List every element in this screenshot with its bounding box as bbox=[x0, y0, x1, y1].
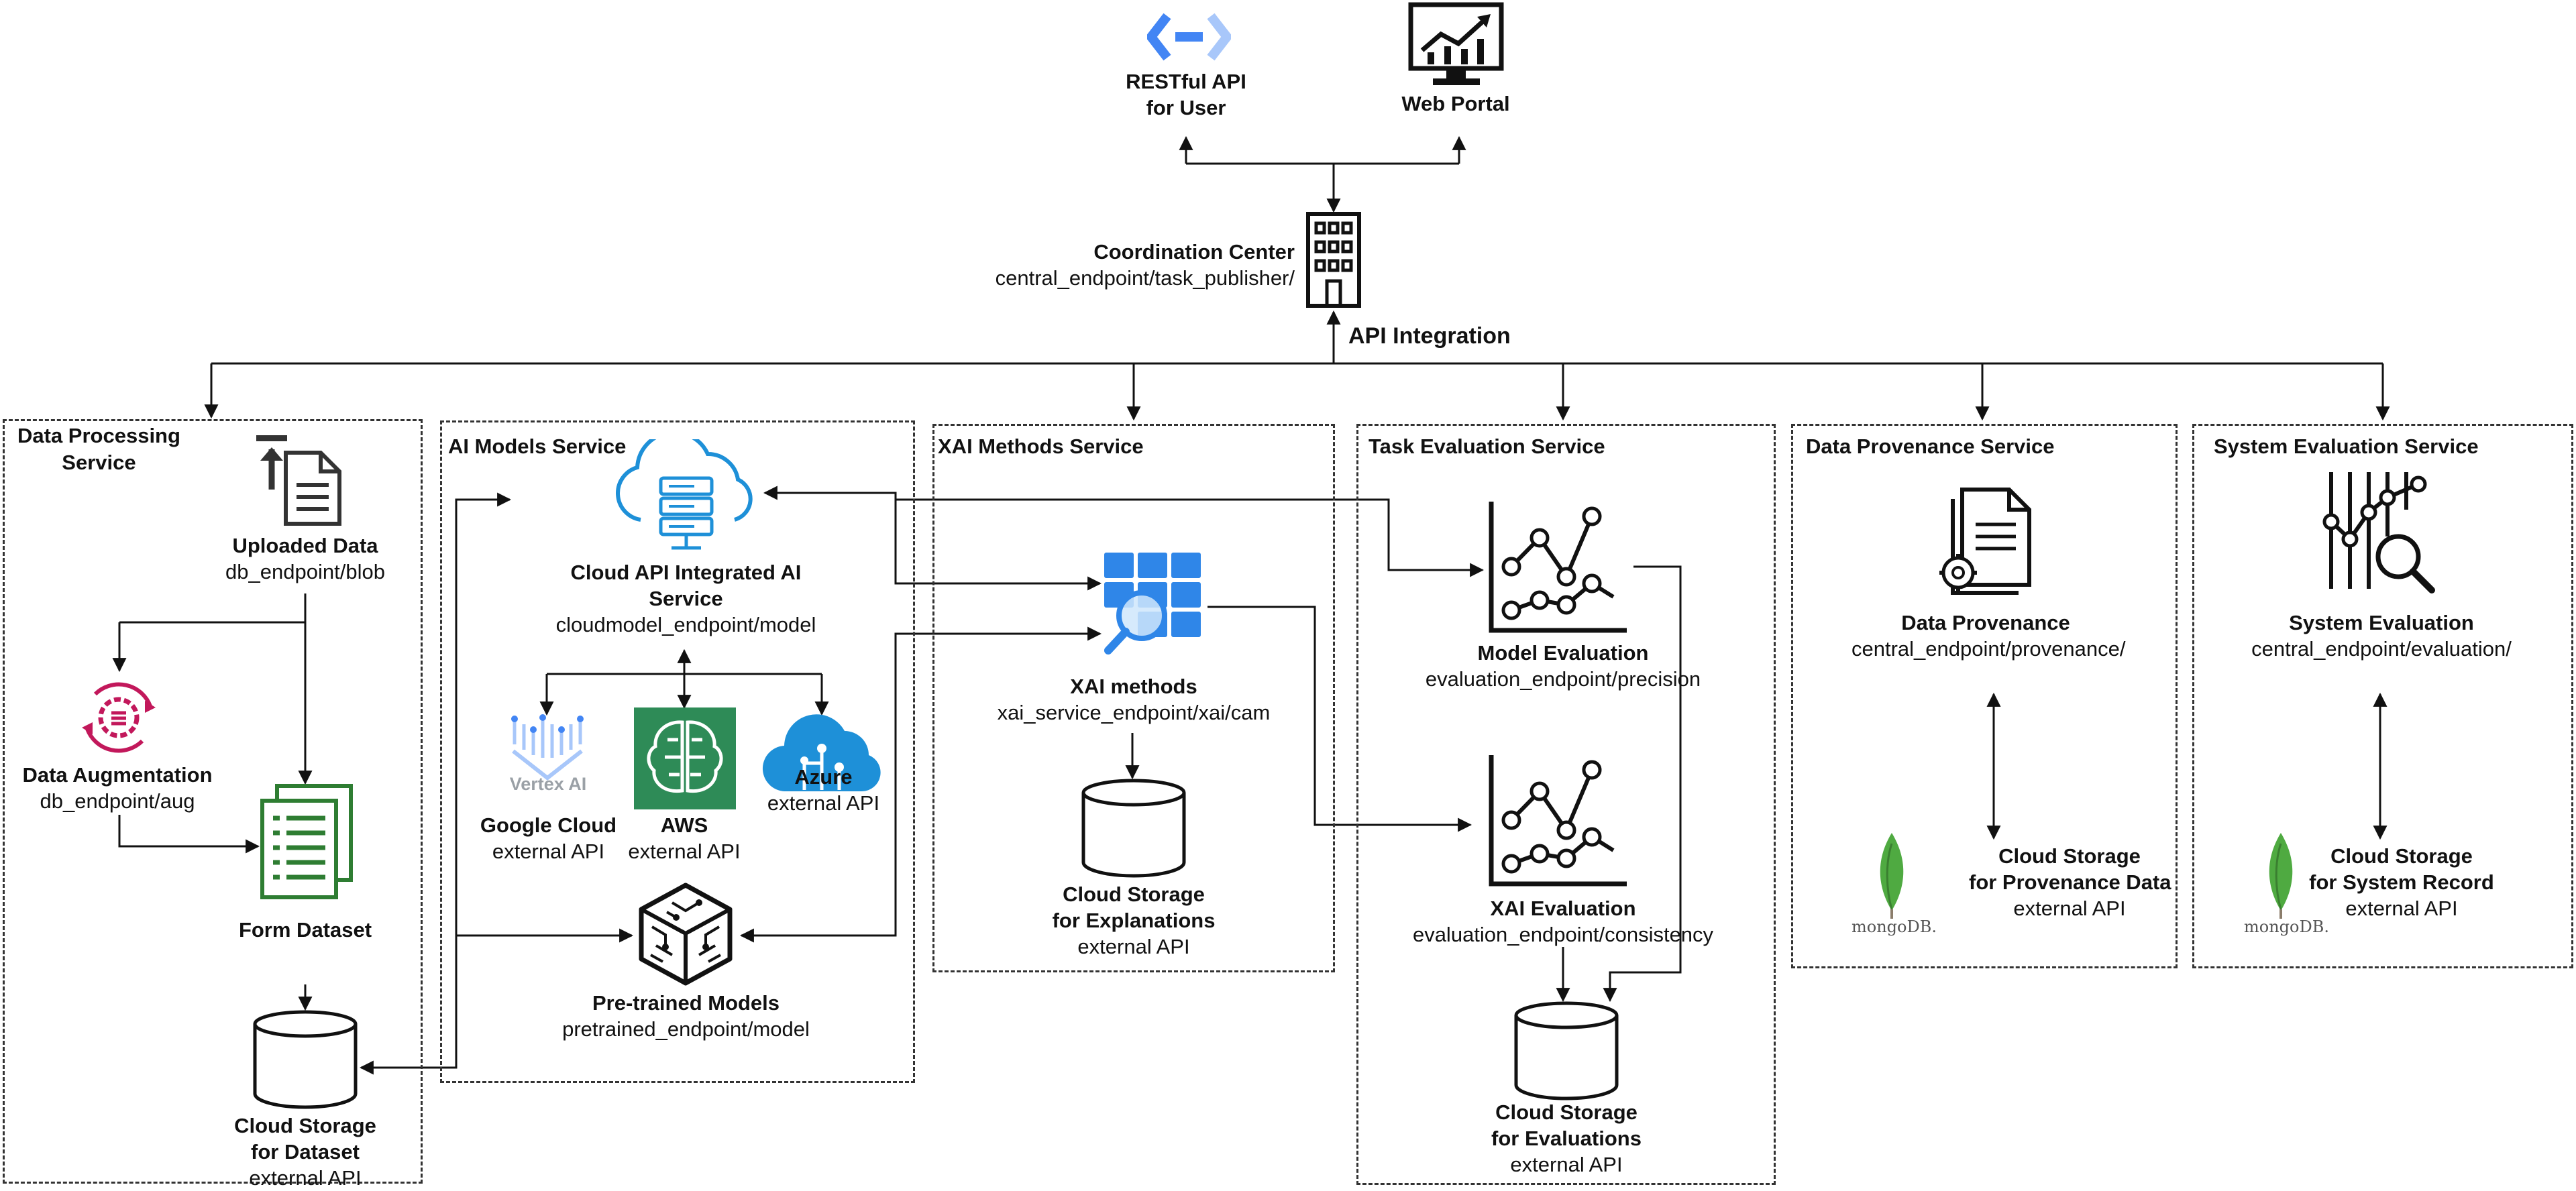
data-provenance-label: Data Provenance central_endpoint/provena… bbox=[1851, 611, 2126, 661]
mongodb-text: mongoDB. bbox=[1851, 917, 1937, 936]
upload-document-icon bbox=[254, 433, 347, 526]
model-evaluation-chart-icon bbox=[1486, 496, 1630, 637]
cloud-api-label: Cloud API Integrated AI Service cloudmod… bbox=[555, 561, 816, 636]
coordination-building-icon bbox=[1305, 211, 1362, 308]
mongodb-text-2: mongoDB. bbox=[2244, 917, 2329, 936]
pretrained-models-label: Pre-trained Models pretrained_endpoint/m… bbox=[562, 991, 810, 1041]
explanations-storage-label: Cloud Storage for Explanations external … bbox=[1052, 883, 1216, 958]
system-evaluation-panel bbox=[2192, 424, 2573, 968]
azure-cloud-icon bbox=[761, 711, 882, 798]
xai-methods-panel bbox=[932, 424, 1335, 972]
arrow-xai-to-xaieval bbox=[1208, 606, 1472, 832]
mongodb-leaf-icon bbox=[1872, 830, 1912, 921]
system-evaluation-label: System Evaluation central_endpoint/evalu… bbox=[2251, 611, 2512, 661]
data-processing-title: Data Processing Service bbox=[17, 424, 180, 475]
ai-models-title: AI Models Service bbox=[448, 435, 627, 458]
google-api-icon bbox=[1146, 12, 1232, 62]
data-provenance-panel bbox=[1791, 424, 2178, 968]
aws-label: AWS external API bbox=[628, 813, 741, 863]
form-dataset-icon bbox=[258, 783, 356, 901]
explanations-storage-icon bbox=[1080, 778, 1187, 878]
mongodb-leaf-icon-2 bbox=[2261, 830, 2301, 921]
provenance-storage-label: Cloud Storage for Provenance Data extern… bbox=[1969, 844, 2171, 920]
web-portal-label: Web Portal bbox=[1401, 92, 1510, 115]
evaluations-storage-icon bbox=[1513, 1001, 1620, 1101]
azure-label: Azure external API bbox=[767, 765, 880, 815]
data-provenance-title: Data Provenance Service bbox=[1806, 435, 2055, 458]
data-augmentation-icon bbox=[75, 674, 162, 761]
evaluations-storage-label: Cloud Storage for Evaluations external A… bbox=[1491, 1100, 1642, 1176]
data-augmentation-label: Data Augmentation db_endpoint/aug bbox=[22, 763, 213, 813]
google-cloud-label: Google Cloud external API bbox=[480, 813, 617, 863]
xai-evaluation-chart-icon bbox=[1486, 750, 1630, 891]
aws-icon bbox=[634, 707, 736, 809]
dataset-storage-label: Cloud Storage for Dataset external API bbox=[234, 1114, 376, 1190]
arrow-pretrained-xai bbox=[739, 626, 1102, 943]
system-evaluation-icon bbox=[2318, 469, 2438, 593]
form-dataset-label: Form Dataset bbox=[238, 918, 372, 942]
xai-methods-label: XAI methods xai_service_endpoint/xai/cam bbox=[997, 675, 1271, 724]
ai-models-panel bbox=[440, 420, 915, 1083]
arrow-cloudai-modeleval bbox=[896, 498, 1485, 577]
vertex-ai-text: Vertex AI bbox=[510, 774, 587, 791]
task-evaluation-title: Task Evaluation Service bbox=[1368, 435, 1605, 458]
arrow-modeleval-storage bbox=[1603, 565, 1682, 1003]
xai-grid-search-icon bbox=[1100, 550, 1214, 657]
arrow-aug-to-dataset bbox=[118, 815, 260, 854]
api-integration-label: API Integration bbox=[1348, 323, 1511, 349]
uploaded-data-label: Uploaded Data db_endpoint/blob bbox=[225, 534, 385, 583]
system-storage-label: Cloud Storage for System Record external… bbox=[2309, 844, 2494, 920]
cloud-server-icon bbox=[607, 430, 765, 557]
system-evaluation-title: System Evaluation Service bbox=[2214, 435, 2479, 458]
vertex-ai-icon: Vertex AI bbox=[506, 704, 590, 794]
data-processing-panel bbox=[3, 419, 423, 1184]
restful-api-label: RESTful API for User bbox=[1126, 70, 1246, 119]
arrow-cloudai-xai bbox=[763, 486, 1102, 591]
xai-evaluation-label: XAI Evaluation evaluation_endpoint/consi… bbox=[1412, 897, 1714, 946]
xai-methods-title: XAI Methods Service bbox=[938, 435, 1144, 458]
coordination-center-label: Coordination Center central_endpoint/tas… bbox=[995, 240, 1295, 290]
arrow-storage-cloudai bbox=[359, 492, 512, 1075]
dataset-storage-icon bbox=[252, 1009, 359, 1110]
model-evaluation-label: Model Evaluation evaluation_endpoint/pre… bbox=[1425, 641, 1701, 691]
task-evaluation-panel bbox=[1356, 424, 1776, 1185]
pretrained-models-icon bbox=[632, 880, 739, 987]
web-portal-icon bbox=[1407, 2, 1505, 88]
provenance-document-icon bbox=[1935, 484, 2036, 598]
